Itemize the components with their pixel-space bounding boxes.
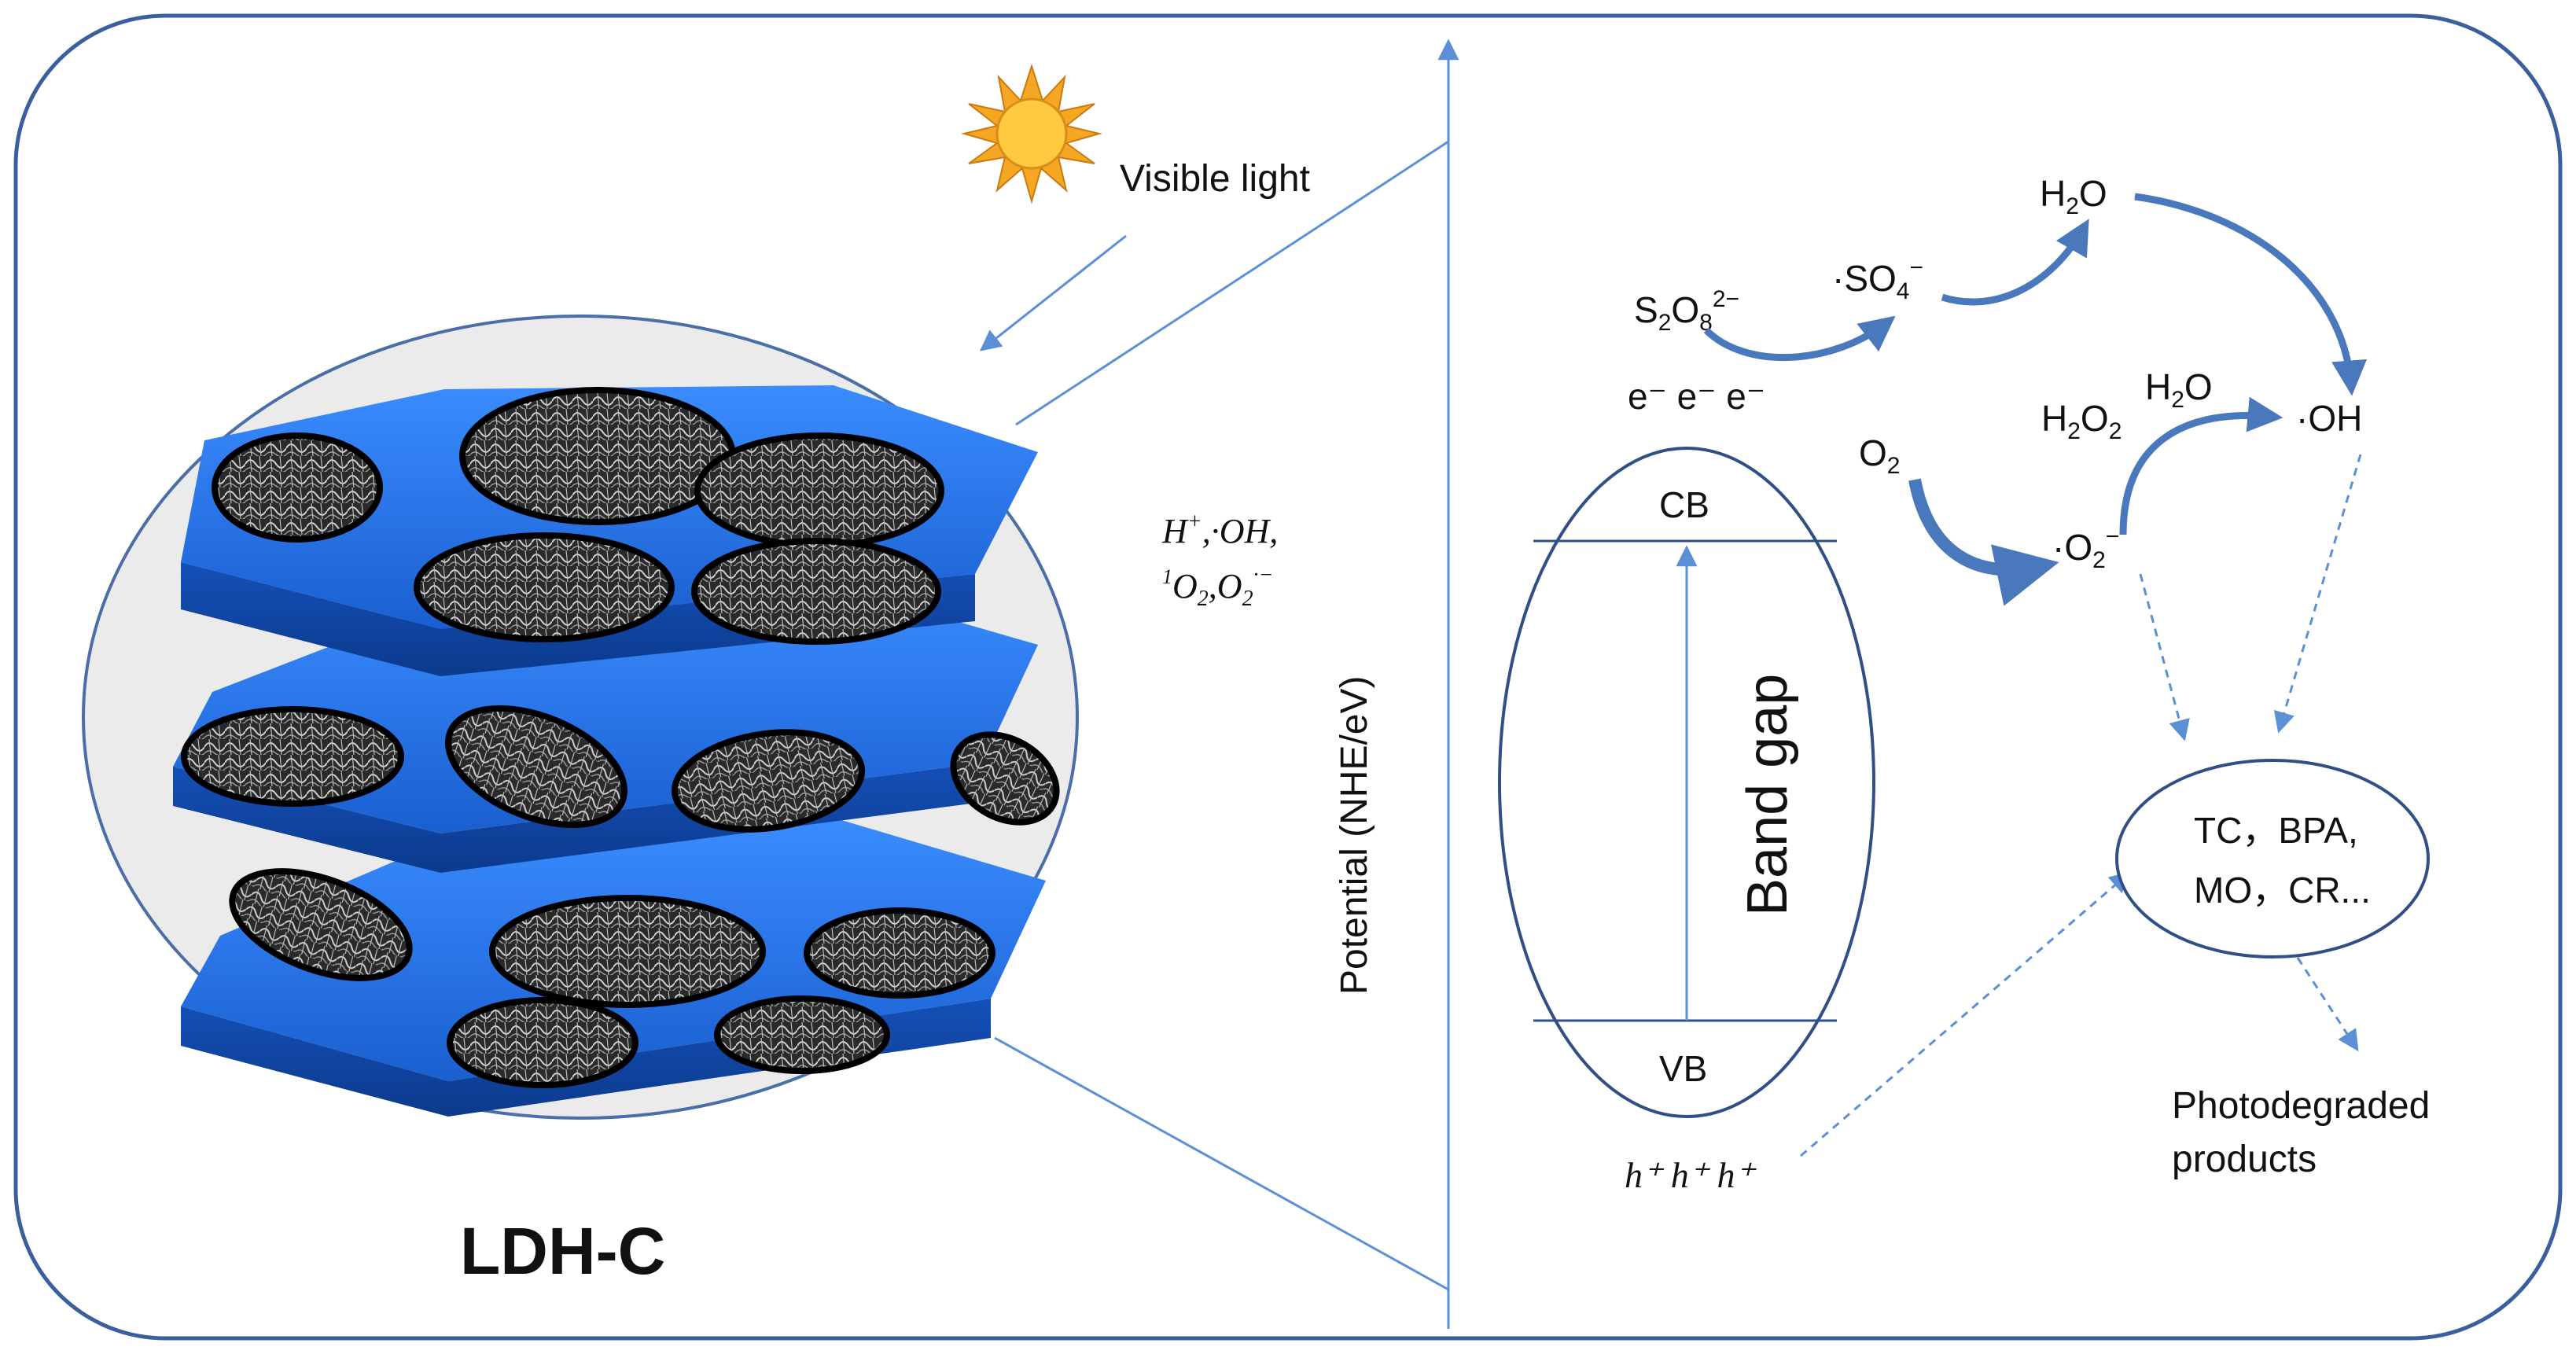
material-label: LDH-C [460, 1214, 665, 1288]
zoom-line-top [1015, 140, 1449, 426]
carbon-particle [181, 706, 404, 807]
pollutant-to-products-arrow [2296, 957, 2359, 1052]
hydroxyl-to-pollutant-arrow [2273, 454, 2362, 734]
holes-to-pollutant-arrow [1800, 871, 2132, 1157]
persulfate-to-sulfate-arrow [1703, 315, 1896, 362]
carbon-particles [181, 387, 1060, 1088]
water-to-hydroxyl-arrow [2134, 193, 2367, 396]
light-arrow [979, 234, 1127, 351]
persulfate-label: S2O82− [1634, 286, 1739, 336]
carbon-particle [444, 705, 628, 828]
carbon-particle [414, 532, 675, 642]
carbon-particle [489, 895, 766, 1008]
oxygen-label: O2 [1859, 432, 1900, 479]
carbon-particle [671, 729, 866, 833]
carbon-particle [804, 907, 995, 999]
carbon-particle [229, 868, 413, 981]
radicals-label-line1: H+,·OH, [1161, 510, 1278, 550]
carbon-particle [212, 432, 383, 543]
oxygen-to-superoxide-arrow [1908, 478, 2059, 606]
hydroxyl-radical-label: ·OH [2296, 398, 2362, 439]
water-top-label: H2O [2040, 173, 2107, 219]
cb-label: CB [1659, 484, 1709, 525]
sulfate-to-water-arrow [1941, 219, 2089, 306]
sun-icon [961, 63, 1102, 204]
carbon-particle [459, 387, 736, 525]
sulfate-radical-label: ·SO4− [1832, 255, 1923, 304]
superoxide-to-pollutant-arrow [2139, 573, 2190, 741]
zoom-line-bottom [994, 1036, 1449, 1291]
carbon-particle [691, 538, 941, 645]
carbon-particle [694, 432, 944, 549]
products-line2: products [2172, 1139, 2317, 1180]
products-line1: Photodegraded [2172, 1085, 2430, 1127]
holes-label: h⁺ h⁺ h⁺ [1625, 1155, 1757, 1195]
pollutants-line1: TC，BPA, [2194, 810, 2358, 851]
radicals-label-line2: 1O2,O2·− [1162, 563, 1273, 611]
band-gap-label: Band gap [1736, 674, 1799, 916]
pollutants-line2: MO，CR... [2194, 870, 2371, 911]
electrons-label: e⁻ e⁻ e⁻ [1628, 376, 1765, 417]
superoxide-to-hydroxyl-arrow [2119, 396, 2283, 535]
carbon-particle [950, 731, 1060, 826]
water-mid-label: H2O [2145, 366, 2213, 413]
visible-light-label: Visible light [1120, 158, 1310, 200]
carbon-particle [714, 995, 890, 1074]
pollutants-ellipse [2115, 759, 2430, 958]
vb-label: VB [1659, 1048, 1707, 1089]
carbon-particle [447, 997, 638, 1088]
hydrogen-peroxide-label: H2O2 [2041, 398, 2122, 444]
superoxide-label: ·O2− [2052, 524, 2119, 573]
axis-label: Potential (NHE/eV) [1334, 676, 1375, 995]
